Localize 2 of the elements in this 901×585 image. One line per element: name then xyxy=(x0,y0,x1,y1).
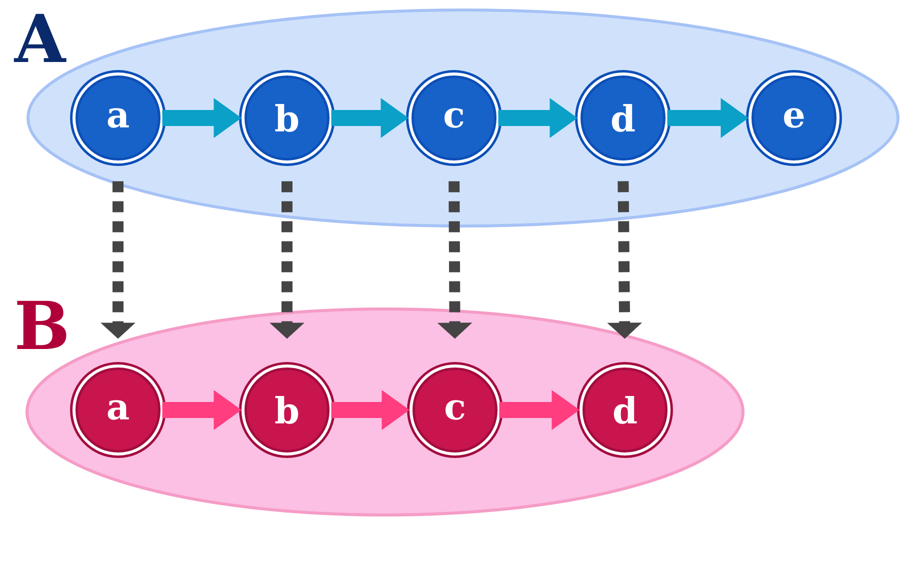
group-letter: B xyxy=(17,300,66,350)
group-letter: A xyxy=(14,14,66,62)
